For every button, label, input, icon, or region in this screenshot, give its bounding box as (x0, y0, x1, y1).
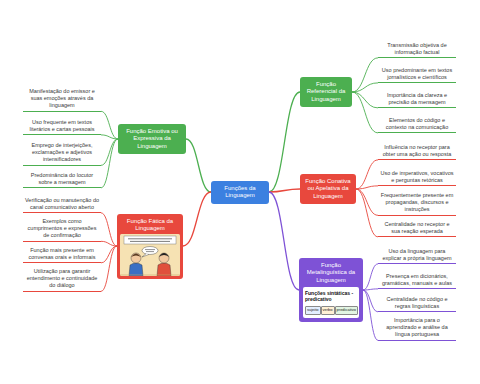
subtopic: Emprego de interjeições, exclamações e a… (23, 142, 101, 166)
branch-connector (101, 135, 118, 139)
branch-connector (186, 139, 211, 192)
topic-title: Funções da Linguagem (215, 185, 265, 200)
figure-hair (159, 253, 169, 257)
branch-connector (356, 160, 378, 189)
subtopic-text: Verificação ou manutenção do canal comun… (25, 197, 99, 211)
topic-title: Função Conativa ou Apelativa da Linguage… (304, 178, 352, 201)
main-topic: Função Fática da Linguagem (117, 214, 183, 279)
subtopic-text: Transmissão objetiva de informação factu… (380, 42, 454, 56)
bubble-stroke (146, 251, 154, 252)
subtopic-text: Manifestação do emissor e suas emoções a… (25, 88, 99, 109)
subtopic: Importância da clareza e precisão da men… (378, 92, 456, 109)
branch-connector (352, 83, 378, 92)
example-panel: Funções sintáticas - predicativo sujeitov… (303, 287, 359, 318)
branch-connector (352, 92, 378, 133)
topic-title: Função Fática da Linguagem (121, 218, 179, 233)
subtopic: Presença em dicionários, gramáticas, man… (378, 273, 456, 290)
branch-connector (101, 246, 117, 263)
subtopic-text: Presença em dicionários, gramáticas, man… (380, 273, 454, 287)
subtopic: Importância para o aprendizado e análise… (378, 317, 456, 341)
branch-connector (352, 58, 378, 92)
subtopic: Frequentemente presente em propagandas, … (378, 192, 456, 216)
bubble-stroke (145, 249, 155, 250)
branch-connector (363, 289, 378, 290)
subtopic-text: Utilização para garantir entendimento e … (25, 268, 99, 289)
topic-title: Função Referencial da Linguagem (304, 81, 348, 104)
subtopic: Verificação ou manutenção do canal comun… (23, 197, 101, 214)
branch-connector (183, 192, 211, 246)
term-box: sujeito (305, 306, 321, 315)
banner-stroke (130, 240, 170, 241)
branch-connector (356, 186, 378, 189)
branch-connector (363, 290, 378, 340)
main-topic: Função Conativa ou Apelativa da Linguage… (300, 174, 356, 205)
branch-connector (363, 264, 378, 290)
subtopic-text: Centralidade no código e regras linguíst… (380, 296, 454, 310)
subtopic: Transmissão objetiva de informação factu… (378, 42, 456, 59)
subtopic-text: Centralidade no receptor e sua reação es… (380, 221, 454, 235)
subtopic-text: Predominância do locutor sobre a mensage… (25, 172, 99, 186)
branch-connector (363, 290, 378, 312)
figure-head (131, 253, 141, 263)
cartoon-banner (124, 236, 176, 244)
main-topic: Função Metalinguística da LinguagemFunçõ… (299, 258, 363, 322)
subtopic-text: Uso frequente em textos literários e car… (25, 119, 99, 133)
figure-body (157, 263, 171, 276)
banner-stroke (128, 238, 172, 239)
subtopic-text: Função mais presente em conversas orais … (25, 247, 99, 261)
subtopic-text: Elementos do código e contexto na comuni… (380, 117, 454, 131)
topic-title: Função Emotiva ou Expressiva da Linguage… (122, 128, 182, 151)
panel-heading: Funções sintáticas - predicativo (305, 290, 357, 302)
central-topic: Funções da Linguagem (211, 181, 269, 204)
branch-connector (352, 92, 378, 108)
branch-connector (269, 189, 300, 192)
term-box: verbo (321, 306, 335, 315)
branch-connector (101, 241, 117, 246)
subtopic-text: Importância para o aprendizado e análise… (380, 317, 454, 338)
subtopic: Centralidade no receptor e sua reação es… (378, 221, 456, 238)
branch-connector (101, 246, 117, 291)
branch-connector (269, 92, 300, 192)
branch-connector (101, 139, 118, 188)
subtopic-text: Uso de imperativos, vocativos e pergunta… (380, 170, 454, 184)
subtopic: Predominância do locutor sobre a mensage… (23, 172, 101, 189)
topic-title: Função Metalinguística da Linguagem (303, 262, 359, 285)
subtopic-text: Frequentemente presente em propagandas, … (380, 192, 454, 213)
ground-line (120, 274, 180, 275)
subtopic-text: Importância da clareza e precisão da men… (380, 92, 454, 106)
subtopic: Função mais presente em conversas orais … (23, 247, 101, 264)
branch-connector (101, 213, 117, 246)
branch-connector (269, 192, 299, 290)
subtopic: Manifestação do emissor e suas emoções a… (23, 88, 101, 112)
subtopic: Influência no receptor para obter uma aç… (378, 144, 456, 161)
subtopic-text: Exemplos como cumprimentos e expressões … (25, 218, 99, 239)
subtopic-text: Influência no receptor para obter uma aç… (380, 144, 454, 158)
example-row: sujeitoverbopredicativo (305, 306, 357, 315)
subtopic: Utilização para garantir entendimento e … (23, 268, 101, 292)
speech-bubble (142, 246, 158, 254)
subtopic-text: Uso da linguagem para explicar a própria… (380, 248, 454, 262)
figure-body (129, 263, 143, 276)
subtopic: Centralidade no código e regras linguíst… (378, 296, 456, 313)
subtopic-text: Uso predominante em textos jornalísticos… (380, 67, 454, 81)
cartoon-ground (120, 234, 180, 276)
subtopic: Elementos do código e contexto na comuni… (378, 117, 456, 134)
subtopic-text: Emprego de interjeições, exclamações e a… (25, 142, 99, 163)
term-box: predicativo (335, 306, 358, 315)
branch-connector (101, 111, 118, 139)
branch-connector (356, 189, 378, 237)
main-topic: Função Referencial da Linguagem (300, 77, 352, 108)
subtopic: Uso de imperativos, vocativos e pergunta… (378, 170, 456, 187)
main-topic: Função Emotiva ou Expressiva da Linguage… (118, 124, 186, 155)
figure-head (159, 253, 169, 263)
cartoon-illustration (120, 234, 180, 276)
subtopic: Uso da linguagem para explicar a própria… (378, 248, 456, 265)
subtopic: Uso predominante em textos jornalísticos… (378, 67, 456, 84)
subtopic: Uso frequente em textos literários e car… (23, 119, 101, 136)
subtopic: Exemplos como cumprimentos e expressões … (23, 218, 101, 242)
figure-hair (131, 253, 141, 257)
speech-tail (142, 253, 149, 256)
